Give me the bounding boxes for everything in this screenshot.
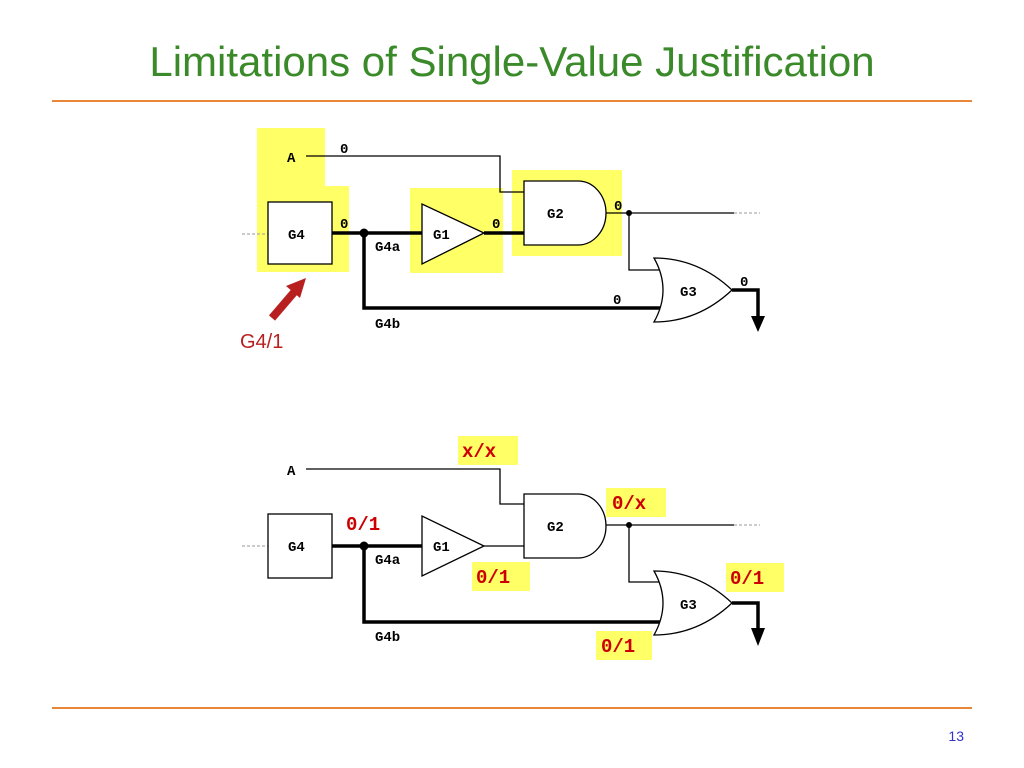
value-g3-out: 0/1	[730, 568, 764, 590]
input-a-label: A	[287, 151, 296, 167]
g4-label: G4	[288, 540, 305, 556]
gate-g4	[267, 513, 333, 579]
fault-arrow-icon	[268, 278, 306, 321]
gate-g4	[267, 201, 333, 265]
g3-label: G3	[680, 598, 697, 614]
value-box-a	[458, 436, 518, 465]
value-g1-out: 0	[492, 217, 500, 233]
g4b-label: G4b	[375, 317, 400, 333]
gate-g1-buffer	[421, 202, 486, 266]
value-g3-in: 0/1	[601, 636, 635, 658]
value-g3-out: 0	[740, 275, 748, 291]
value-g3-in: 0	[613, 293, 621, 309]
g2-label: G2	[547, 520, 564, 536]
input-a-label: A	[287, 464, 296, 480]
output-arrow	[751, 628, 765, 646]
g1-label: G1	[433, 228, 450, 244]
wire-g4b	[362, 233, 661, 310]
wire-a	[306, 468, 524, 505]
footer-divider	[52, 707, 972, 709]
value-a: x/x	[462, 441, 496, 463]
value-g4-out: 0	[340, 217, 348, 233]
value-box-g3-out	[726, 563, 784, 592]
g3-label: G3	[680, 285, 697, 301]
bottom-circuit: A G4 G4a G1 G2 G3 G4b x/x 0/1 0/1 0/x 0/…	[242, 436, 784, 660]
g4a-label: G4a	[375, 240, 401, 256]
output-arrow	[751, 316, 765, 332]
value-a: 0	[340, 142, 348, 158]
g4-label: G4	[288, 228, 305, 244]
gate-g3-or	[652, 570, 733, 636]
g1-label: G1	[433, 540, 450, 556]
g4b-label: G4b	[375, 630, 400, 646]
gate-g2-and	[523, 493, 607, 559]
g2-label: G2	[547, 207, 564, 223]
value-box-g2-out	[606, 488, 666, 517]
fanout-dot-g2	[626, 210, 632, 216]
title-divider	[52, 100, 972, 102]
fault-label: G4/1	[240, 331, 283, 353]
fanout-dot-g2	[626, 522, 632, 528]
fanout-dot	[359, 541, 369, 551]
fanout-dot	[359, 228, 369, 238]
slide-title: Limitations of Single-Value Justificatio…	[149, 38, 875, 85]
wire-g3-out	[732, 601, 760, 630]
wire-g4b	[362, 546, 661, 624]
wire-g2-to-g3	[628, 525, 662, 583]
gate-g1-buffer	[421, 514, 486, 578]
top-circuit: A 0 G4 0 G4a G1 0 G2 0 G3 0 0 G4b G4/1	[240, 128, 765, 353]
g4a-label: G4a	[375, 553, 401, 569]
value-g4-out: 0/1	[346, 514, 380, 536]
value-g1-out: 0/1	[476, 567, 510, 589]
highlight-input-a	[257, 128, 325, 190]
page-number: 13	[948, 728, 964, 744]
wire-g3-out	[732, 288, 760, 318]
value-g2-out: 0	[614, 199, 622, 215]
gate-g2-and	[523, 180, 607, 246]
value-box-g3-in	[596, 631, 652, 660]
wire-a	[306, 155, 524, 193]
gate-g3-or	[652, 257, 733, 323]
value-g2-out: 0/x	[612, 493, 646, 515]
value-box-g1-out	[472, 562, 530, 591]
wire-g2-to-g3	[628, 213, 662, 271]
